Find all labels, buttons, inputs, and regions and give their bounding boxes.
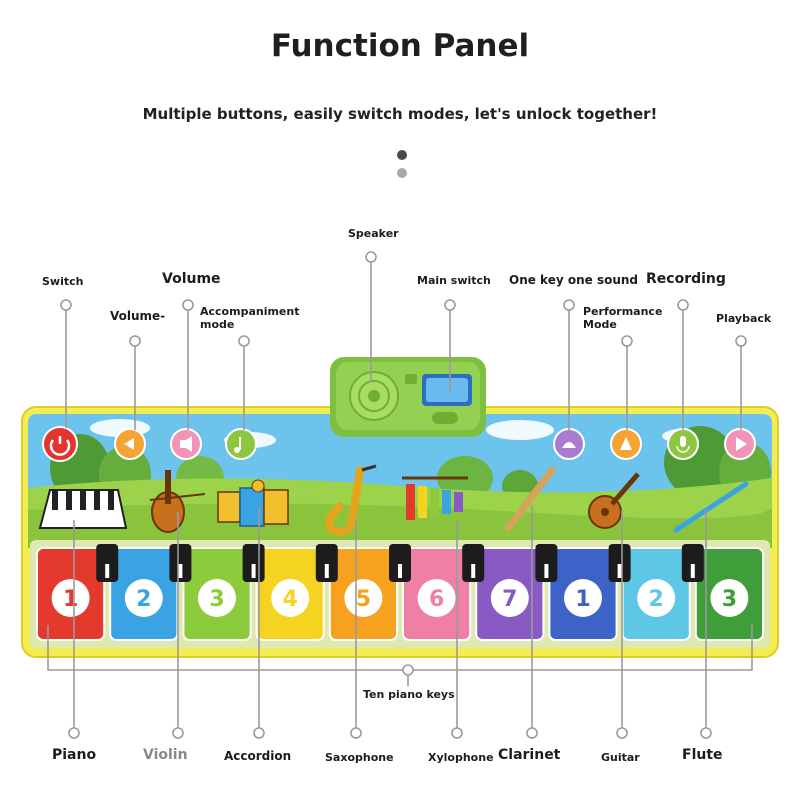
key-number-badge [124,579,163,617]
black-key[interactable] [389,544,411,582]
key-number-badge [564,579,602,617]
keys-bracket [47,625,753,686]
page-title: Function Panel [270,28,530,64]
black-key-mark [324,564,329,578]
saxophone-instrument [325,464,377,537]
key-number: 6 [429,587,444,612]
accordion-instrument [217,479,289,527]
performance-mode-label: Performance Mode [583,305,663,331]
key-number-labels: 1 2 3 4 5 6 7 1 2 3 [51,579,749,617]
black-key[interactable] [608,544,631,582]
black-keys [96,544,704,582]
key-number: 1 [63,587,78,612]
key-number-badge [417,579,456,617]
speaker-module [330,357,486,437]
violin-instrument [149,470,206,533]
recording-label: Recording [646,271,726,287]
xylophone-instrument [402,476,468,520]
black-key[interactable] [169,544,192,582]
key-number-badge [710,579,749,617]
clarinet-label: Clarinet [498,747,561,763]
page-subtitle: Multiple buttons, easily switch modes, l… [142,105,658,123]
carousel-dot[interactable] [397,168,407,178]
callout-lines-bottom [68,505,712,739]
key-number: 7 [502,587,517,612]
key-number-badge [490,579,529,617]
violin-label: Violin [143,747,188,763]
flute-label: Flute [682,747,723,763]
black-key-mark [471,564,476,578]
main-switch-label: Main switch [417,274,491,287]
volume-label: Volume [162,271,221,287]
black-key-mark [544,564,549,578]
accompaniment-mode-label: Accompaniment mode [200,305,300,331]
saxophone-label: Saxophone [325,751,394,764]
mat-button-glyphs [49,436,747,456]
black-key[interactable] [315,544,338,582]
ten-keys-label: Ten piano keys [363,688,455,701]
guitar-label: Guitar [601,751,640,764]
xylophone-label: Xylophone [428,751,494,764]
volume-minus-label: Volume- [110,309,166,323]
speaker-label: Speaker [348,227,399,240]
key-number: 3 [209,587,224,612]
black-key-mark [105,564,110,578]
key-number: 3 [722,587,737,612]
flute-instrument [673,481,749,533]
key-number-badge [271,579,310,617]
key-number: 1 [575,587,590,612]
key-number-badge [344,579,383,617]
key-number: 2 [136,587,151,612]
one-key-one-sound-label: One key one sound [509,273,639,287]
clarinet-instrument [504,466,556,532]
key-number: 5 [356,587,371,612]
key-number-badge [198,579,236,617]
accordion-label: Accordion [224,749,292,763]
switch-label: Switch [42,275,84,288]
black-key-mark [178,564,183,578]
piano-label: Piano [52,747,97,763]
carousel-dot-active[interactable] [397,150,407,160]
black-key[interactable] [462,544,485,582]
black-key[interactable] [535,544,558,582]
key-number: 4 [283,587,298,612]
guitar-instrument [588,472,640,529]
key-number-badge [637,579,676,617]
callout-lines-top [60,251,747,430]
playback-label: Playback [716,312,772,325]
black-key-mark [617,564,622,578]
black-key-mark [690,564,695,578]
key-number-badge [51,579,90,617]
black-key[interactable] [681,544,704,582]
black-key-mark [251,564,256,578]
black-key[interactable] [96,544,119,582]
black-key-mark [398,564,402,578]
key-number: 2 [649,587,664,612]
piano-instrument [38,489,128,529]
